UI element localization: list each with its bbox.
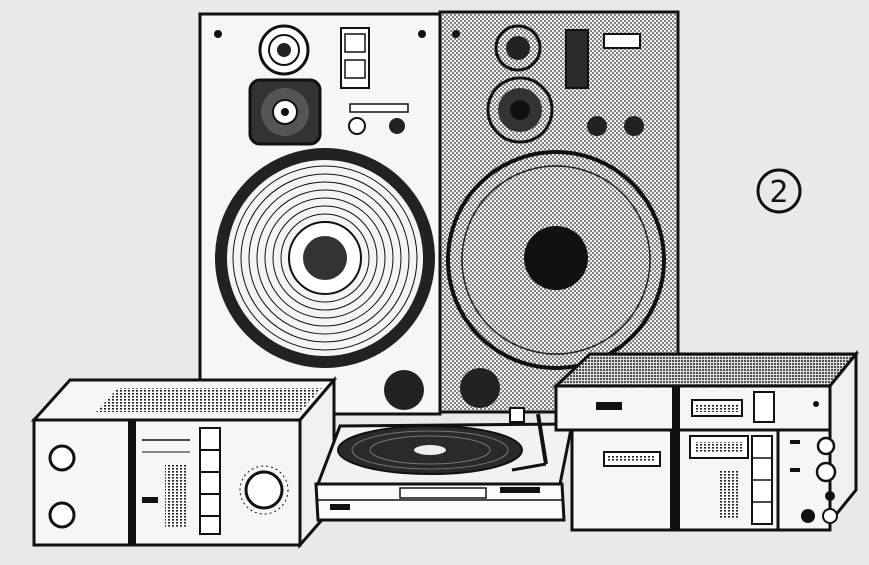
- figure-number: 2: [769, 175, 788, 210]
- turntable: [314, 407, 574, 522]
- amplifier: [30, 375, 338, 550]
- tuner-deck: [552, 349, 860, 532]
- figure-number-badge: 2: [756, 168, 802, 214]
- speaker-left: [198, 12, 442, 416]
- speaker-right: [438, 10, 680, 414]
